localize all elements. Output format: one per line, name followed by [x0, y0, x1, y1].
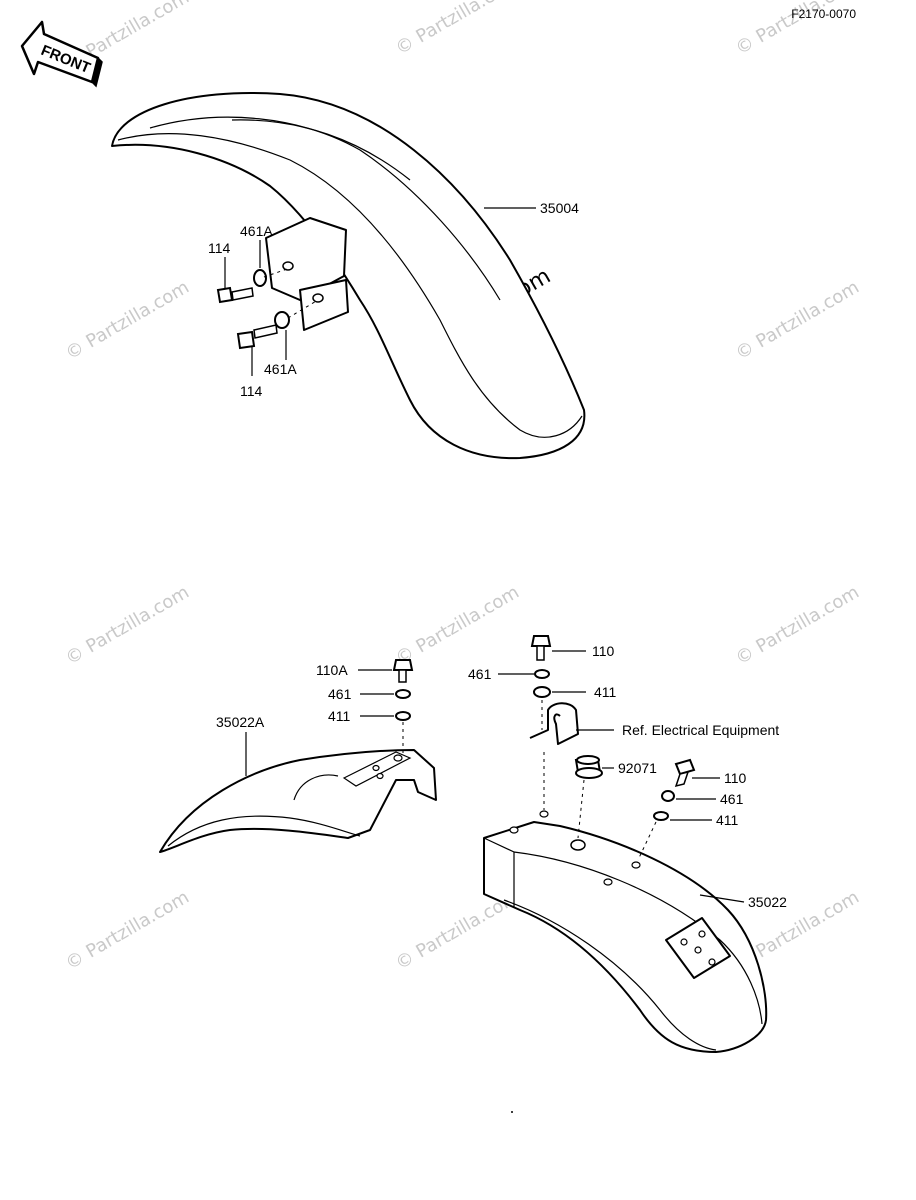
- part-label: 92071: [618, 760, 657, 776]
- diagram-code: F2170-0070: [791, 7, 856, 21]
- washer-icon: [274, 311, 290, 329]
- part-label: 35022: [748, 894, 787, 910]
- grommet-icon: [574, 755, 603, 779]
- part-label: 110: [724, 770, 747, 786]
- part-label: 461A: [240, 223, 273, 239]
- rear-fender: [483, 810, 768, 1053]
- part-label: 35022A: [216, 714, 265, 730]
- part-label: 411: [716, 812, 739, 828]
- part-label: 461A: [264, 361, 297, 377]
- rear-fender-fasteners: 110 461 411 Ref. Electrical Equipment 92…: [468, 635, 787, 910]
- watermark: © Partzilla.com: [62, 887, 193, 975]
- rear-fender-a-fasteners: 110A 461 411 35022A: [216, 659, 414, 776]
- bracket-icon: [529, 702, 579, 745]
- part-label: 114: [240, 383, 263, 399]
- bolt-icon: [530, 635, 552, 661]
- watermark: © Partzilla.com: [392, 0, 523, 59]
- front-arrow-icon: FRONT: [20, 20, 103, 88]
- washer-icon: [253, 269, 267, 287]
- front-fender-fasteners: 461A 114 461A 114 35004: [208, 200, 579, 399]
- part-label: 110: [592, 643, 615, 659]
- reference-note: Ref. Electrical Equipment: [622, 722, 779, 738]
- watermark: © Partzilla.com: [392, 582, 523, 670]
- washer-icon: [395, 689, 411, 699]
- front-fender: [111, 92, 586, 460]
- washer-icon: [661, 790, 675, 802]
- bolt-icon: [674, 758, 696, 788]
- watermark: © Partzilla.com: [62, 582, 193, 670]
- part-label: 411: [594, 684, 617, 700]
- watermark: © Partzilla.com: [732, 582, 863, 670]
- part-label: 461: [720, 791, 744, 807]
- washer-icon: [395, 711, 411, 721]
- washer-icon: [533, 686, 551, 698]
- part-label: 114: [208, 240, 231, 256]
- rear-fender-a: [159, 749, 437, 853]
- bolt-icon: [392, 659, 414, 683]
- part-label: 110A: [316, 662, 348, 678]
- part-label: 35004: [540, 200, 579, 216]
- part-label: 461: [468, 666, 492, 682]
- washer-icon: [534, 669, 550, 679]
- watermark: © Partzilla.com: [62, 277, 193, 365]
- bolt-icon: [216, 286, 254, 304]
- watermark: © Partzilla.com: [732, 277, 863, 365]
- washer-icon: [653, 811, 669, 821]
- part-label: 461: [328, 686, 352, 702]
- part-label: 411: [328, 708, 351, 724]
- bolt-icon: [236, 324, 278, 350]
